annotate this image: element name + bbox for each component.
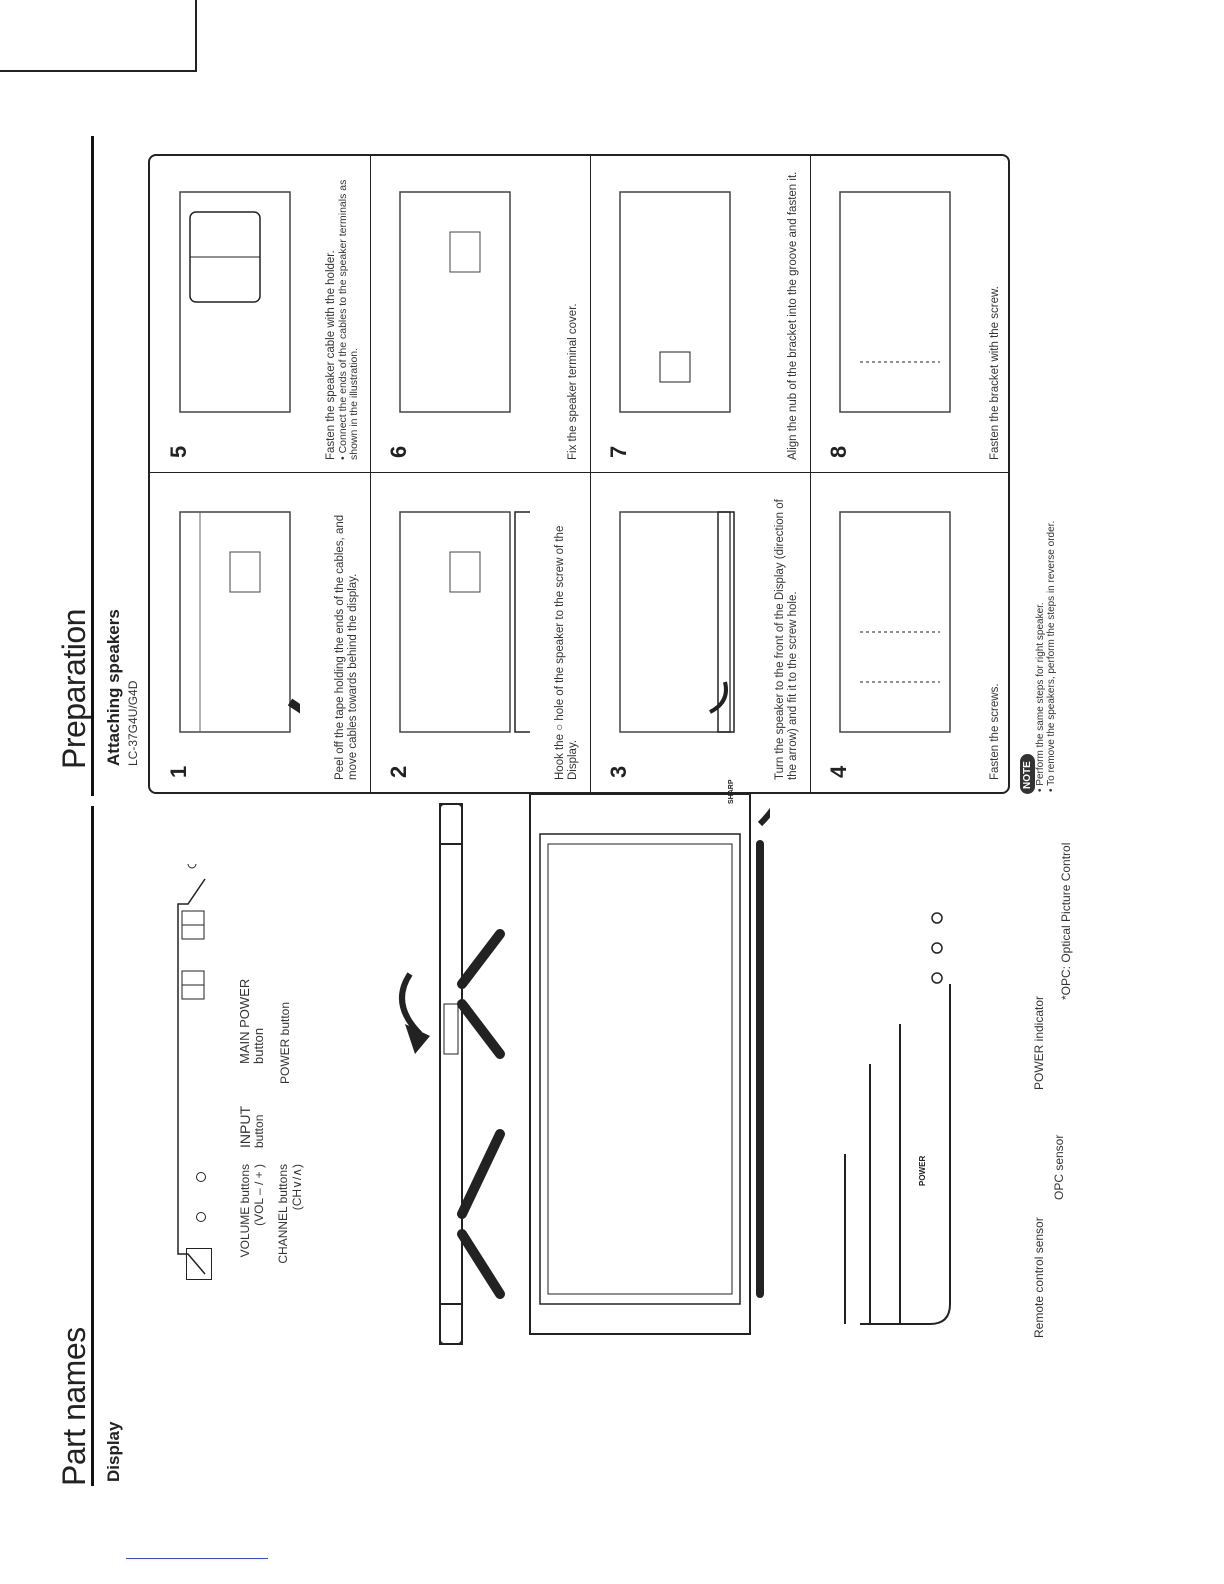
- step-7-cell: 7 Align the nub of the bracket into the …: [590, 154, 810, 472]
- note-line-2: • To remove the speakers, perform the st…: [1046, 520, 1057, 792]
- step-2-text: Hook the ○ hole of the speaker to the sc…: [554, 525, 579, 780]
- step-3-illustration: [619, 511, 735, 733]
- step-5-bullet: • Connect the ends of the cables to the …: [337, 179, 360, 460]
- note-line-1: • Perform the same steps for right speak…: [1035, 602, 1046, 792]
- step-6-number: 6: [386, 445, 411, 458]
- step-5-illustration: [179, 191, 291, 413]
- step-8-text: Fasten the bracket with the screw.: [989, 286, 1001, 460]
- step-2-illustration: [399, 511, 530, 733]
- part-names-title: Part names: [56, 1327, 92, 1486]
- note-badge: NOTE: [1020, 754, 1035, 794]
- step-3-text: Turn the speaker to the front of the Dis…: [774, 499, 799, 780]
- display-subtitle: Display: [104, 1421, 123, 1482]
- front-power-label: POWER: [918, 1155, 927, 1186]
- step-8-cell: 8 Fasten the bracket with the screw.: [810, 154, 1010, 472]
- step-5-number: 5: [166, 445, 191, 458]
- step-2-number: 2: [386, 765, 411, 778]
- step-3-cell: 3 Turn the speaker to the front of the D…: [590, 473, 810, 792]
- label-channel-sub: (CH∨/∧): [290, 1164, 304, 1211]
- step-8-number: 8: [826, 445, 851, 458]
- step-6-illustration: [399, 191, 511, 413]
- label-channel-text: CHANNEL buttons: [276, 1164, 290, 1264]
- sensor-callout-illustration: [844, 912, 951, 1325]
- label-main-power-sub: button: [251, 1027, 266, 1064]
- label-opc-sensor: OPC sensor: [1052, 1134, 1066, 1200]
- step-8-illustration: [839, 191, 951, 413]
- label-volume-sub: (VOL – / + ): [252, 1164, 266, 1226]
- bottom-rule: [126, 1558, 268, 1559]
- preparation-title: Preparation: [56, 609, 92, 769]
- step-4-number: 4: [826, 765, 851, 778]
- label-power-indicator: POWER indicator: [1032, 995, 1046, 1090]
- step-5-main-text: Fasten the speaker cable with the holder…: [325, 250, 337, 460]
- step-5-cell: 5 Fasten the speaker cable with the hold…: [150, 154, 370, 472]
- step-4-illustration: [839, 511, 951, 733]
- step-3-number: 3: [606, 765, 631, 778]
- label-channel: CHANNEL buttons (CH∨/∧): [276, 1164, 304, 1284]
- step-4-cell: 4 Fasten the screws.: [810, 473, 1010, 792]
- step-1-illustration: [179, 511, 300, 733]
- preparation-rule: [91, 136, 94, 796]
- step-7-illustration: [619, 191, 731, 413]
- label-input: INPUT button: [237, 1106, 266, 1148]
- step-2-cell: 2 Hook the ○ hole of the speaker to the …: [370, 473, 590, 792]
- page-corner-box: [0, 0, 197, 72]
- step-7-number: 7: [606, 445, 631, 458]
- control-panel-closeup: [177, 864, 206, 1275]
- step-6-text: Fix the speaker terminal cover.: [567, 303, 579, 460]
- label-opc-note: *OPC: Optical Picture Control: [1059, 842, 1073, 1000]
- step-5-text: Fasten the speaker cable with the holder…: [325, 170, 360, 460]
- step-6-cell: 6 Fix the speaker terminal cover.: [370, 154, 590, 472]
- label-input-text: INPUT: [237, 1106, 253, 1148]
- part-names-rule: [91, 806, 94, 1486]
- label-remote-sensor: Remote control sensor: [1032, 1217, 1046, 1338]
- main-power-key: [186, 1248, 212, 1280]
- label-main-power: MAIN POWER button: [237, 978, 266, 1064]
- note-block: NOTE • Perform the same steps for right …: [1017, 154, 1057, 794]
- tv-top-view-illustration: [399, 803, 505, 1345]
- tv-front-view-illustration: [529, 784, 770, 1335]
- model-number: LC-37G4U/G4D: [126, 680, 140, 766]
- label-power-button: POWER button: [278, 1001, 292, 1084]
- input-key: [196, 1172, 206, 1182]
- step-1-text: Peel off the tape holding the ends of th…: [334, 514, 359, 780]
- step-4-text: Fasten the screws.: [989, 683, 1001, 780]
- label-volume-text: VOLUME buttons: [238, 1164, 252, 1258]
- step-1-cell: 1 Peel off the tape holding the ends of …: [150, 473, 370, 792]
- step-7-text: Align the nub of the bracket into the gr…: [787, 171, 799, 460]
- steps-panel: 1 Peel off the tape holding the ends of …: [148, 154, 1010, 794]
- label-main-power-text: MAIN POWER: [237, 978, 252, 1064]
- power-key: [196, 1212, 206, 1222]
- label-volume: VOLUME buttons (VOL – / + ): [238, 1164, 266, 1284]
- step-1-number: 1: [166, 765, 191, 778]
- attaching-speakers-subtitle: Attaching speakers: [104, 609, 123, 766]
- label-input-sub: button: [252, 1114, 266, 1148]
